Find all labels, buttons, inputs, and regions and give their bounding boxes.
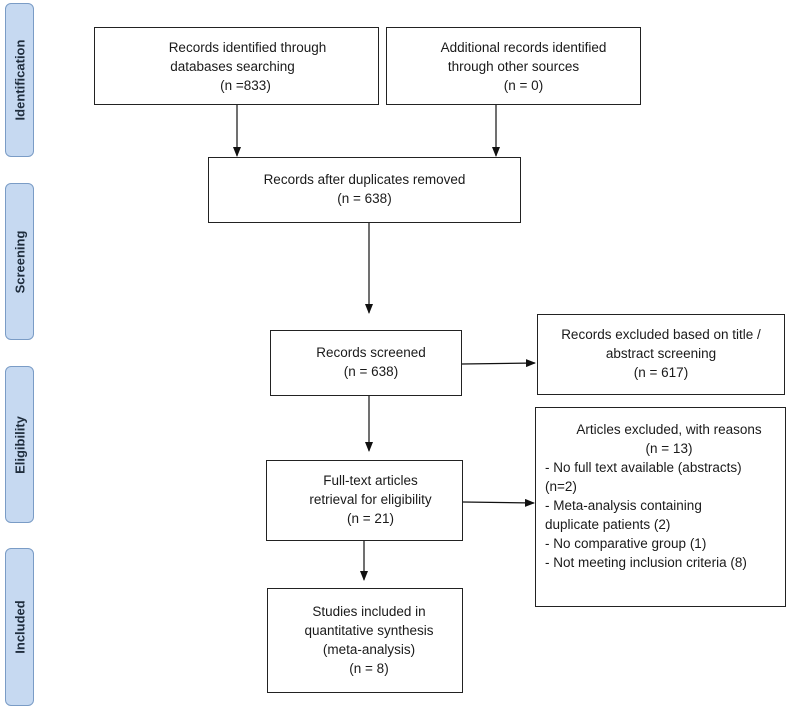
records-excluded-title-box: Records excluded based on title / abstra… — [537, 314, 785, 395]
box-line: Records identified through — [168, 40, 327, 55]
box-line: (n = 0) — [503, 78, 544, 93]
articles-excluded-reasons-box: Articles excluded, with reasons (n = 13)… — [535, 407, 786, 607]
box-line: quantitative synthesis — [304, 623, 434, 638]
phase-identification: Identification — [5, 3, 34, 157]
box-line: Studies included in — [312, 604, 426, 619]
arrow-screened-to-excluded — [461, 359, 536, 368]
reason-item: - No full text available (abstracts) — [545, 460, 742, 475]
studies-included-box: Studies included in quantitative synthes… — [267, 588, 463, 693]
box-line: Records after duplicates removed — [263, 172, 466, 187]
records-identified-databases-box: Records identified through databases sea… — [94, 27, 379, 105]
box-line: retrieval for eligibility — [309, 492, 432, 507]
box-line: (n = 638) — [337, 191, 392, 206]
records-after-duplicates-box: Records after duplicates removed (n = 63… — [208, 157, 521, 223]
records-other-sources-box: Additional records identified through ot… — [386, 27, 641, 105]
box-heading: Articles excluded, with reasons — [576, 422, 762, 437]
box-line: through other sources — [447, 59, 580, 74]
reason-item: - Meta-analysis containing — [545, 498, 702, 513]
arrow-fulltext-to-reasons — [462, 498, 535, 507]
reason-item: (n=2) — [545, 479, 577, 494]
box-line: Full-text articles — [323, 473, 418, 488]
phase-included: Included — [5, 548, 34, 706]
box-line: (n = 638) — [343, 364, 399, 379]
reason-item: - No comparative group (1) — [545, 536, 707, 551]
box-line: (n = 21) — [347, 511, 394, 526]
fulltext-articles-box: Full-text articles retrieval for eligibi… — [266, 460, 463, 541]
box-line: (n = 617) — [633, 365, 689, 380]
phase-eligibility: Eligibility — [5, 366, 34, 523]
box-count: (n = 13) — [645, 441, 693, 456]
reason-item: duplicate patients (2) — [545, 517, 671, 532]
box-line: (n =833) — [220, 78, 271, 93]
box-line: (n = 8) — [349, 661, 389, 676]
box-line: Records excluded based on title / — [561, 327, 761, 342]
reason-item: - Not meeting inclusion criteria (8) — [545, 555, 747, 570]
box-line: Records screened — [316, 345, 426, 360]
box-line: abstract screening — [605, 346, 717, 361]
box-line: databases searching — [170, 59, 295, 74]
phase-screening: Screening — [5, 183, 34, 340]
box-line: (meta-analysis) — [322, 642, 416, 657]
records-screened-box: Records screened (n = 638) — [270, 330, 462, 396]
box-line: Additional records identified — [440, 40, 607, 55]
